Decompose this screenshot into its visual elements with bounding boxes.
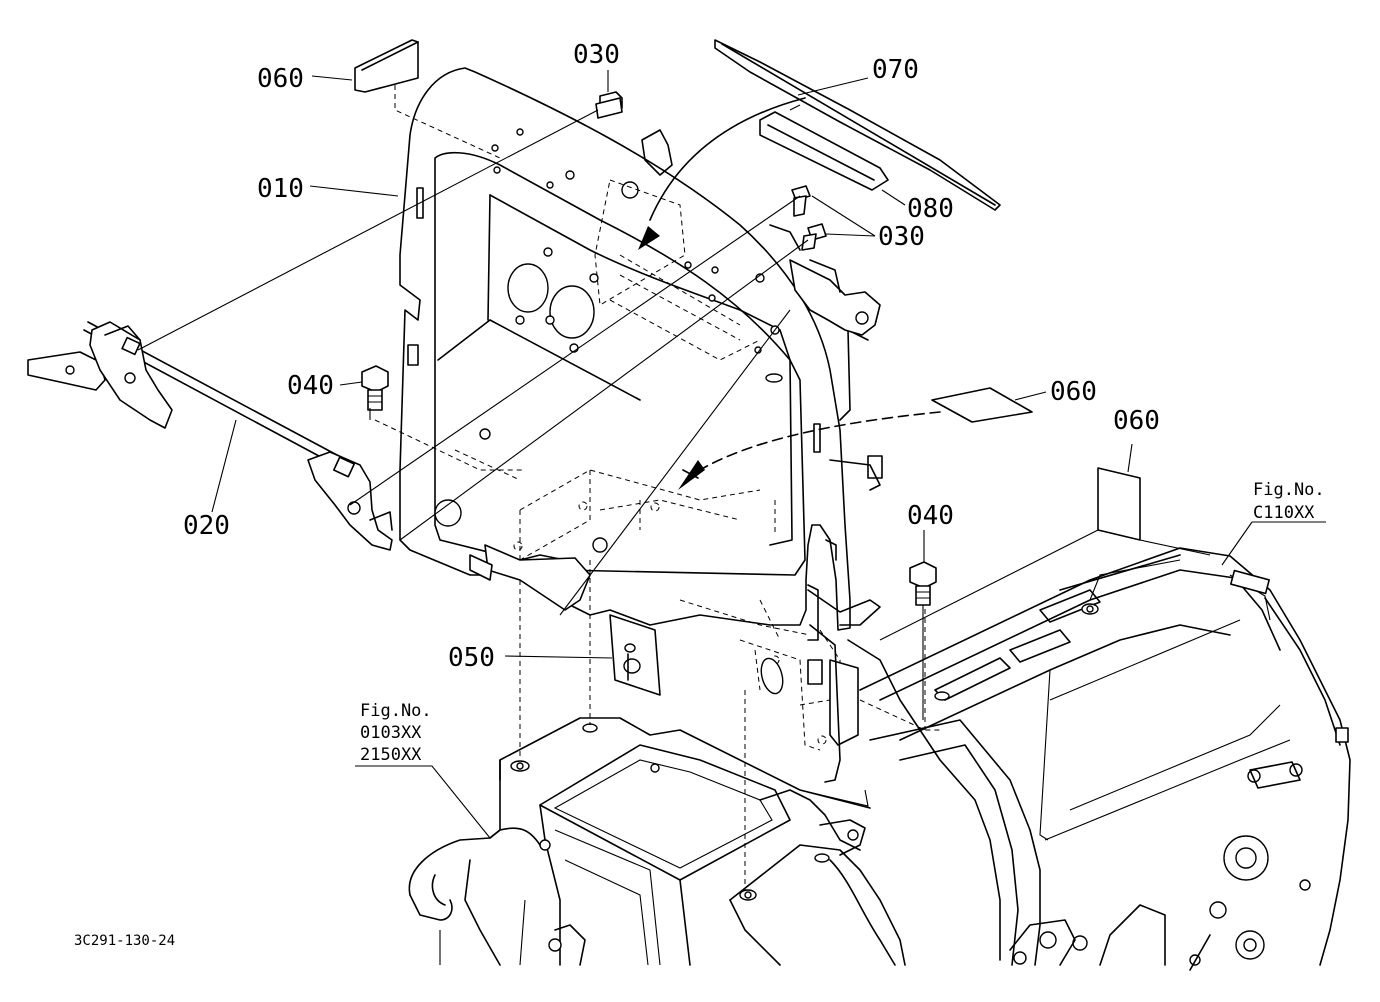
callout-080: 080 <box>907 194 954 224</box>
callout-060-top-left: 060 <box>257 64 304 94</box>
fig-ref-left-line1: 0103XX <box>360 723 422 743</box>
part-050-plate <box>609 614 661 696</box>
callout-030-right: 030 <box>878 222 925 252</box>
callout-050: 050 <box>448 643 495 673</box>
fig-ref-right-label: Fig.No. <box>1253 480 1325 500</box>
hidden-lines <box>374 85 940 890</box>
callout-030-top: 030 <box>573 40 620 70</box>
panel-feet <box>469 544 859 783</box>
transmission-housing <box>847 547 1351 971</box>
callout-060-mid: 060 <box>1050 377 1097 407</box>
figure-references: Fig.No. 0103XX 2150XX Fig.No. C110XX <box>360 480 1325 765</box>
drawing-code: 3C291-130-24 <box>74 933 175 949</box>
fig-ref-left-line2: 2150XX <box>360 745 422 765</box>
assembly-lines <box>137 97 1211 720</box>
panel-010 <box>399 67 883 631</box>
callout-020: 020 <box>183 511 230 541</box>
bolt-040-right <box>909 561 937 606</box>
bolt-040-left <box>361 365 389 411</box>
callout-060-right: 060 <box>1113 406 1160 436</box>
part-060-decals <box>354 39 1141 541</box>
bracket-top-right <box>641 129 881 336</box>
screw-030-top <box>595 91 623 119</box>
part-080-pad <box>759 111 889 191</box>
screw-030-mid-b <box>801 223 827 251</box>
callouts: 060 030 070 010 080 030 040 060 060 040 … <box>183 40 1160 673</box>
callout-010: 010 <box>257 174 304 204</box>
part-020-linkage <box>27 321 393 551</box>
part-070-strip <box>714 39 1001 211</box>
screw-030-mid-a <box>791 185 811 217</box>
fig-ref-left-label: Fig.No. <box>360 701 432 721</box>
callout-040-left: 040 <box>287 371 334 401</box>
screws-030 <box>595 91 827 251</box>
callout-040-right: 040 <box>907 501 954 531</box>
callout-070: 070 <box>872 55 919 85</box>
bolts-040 <box>361 365 937 606</box>
leader-lines <box>211 70 1326 839</box>
fig-ref-right-line1: C110XX <box>1253 503 1315 523</box>
center-housing <box>408 717 906 966</box>
